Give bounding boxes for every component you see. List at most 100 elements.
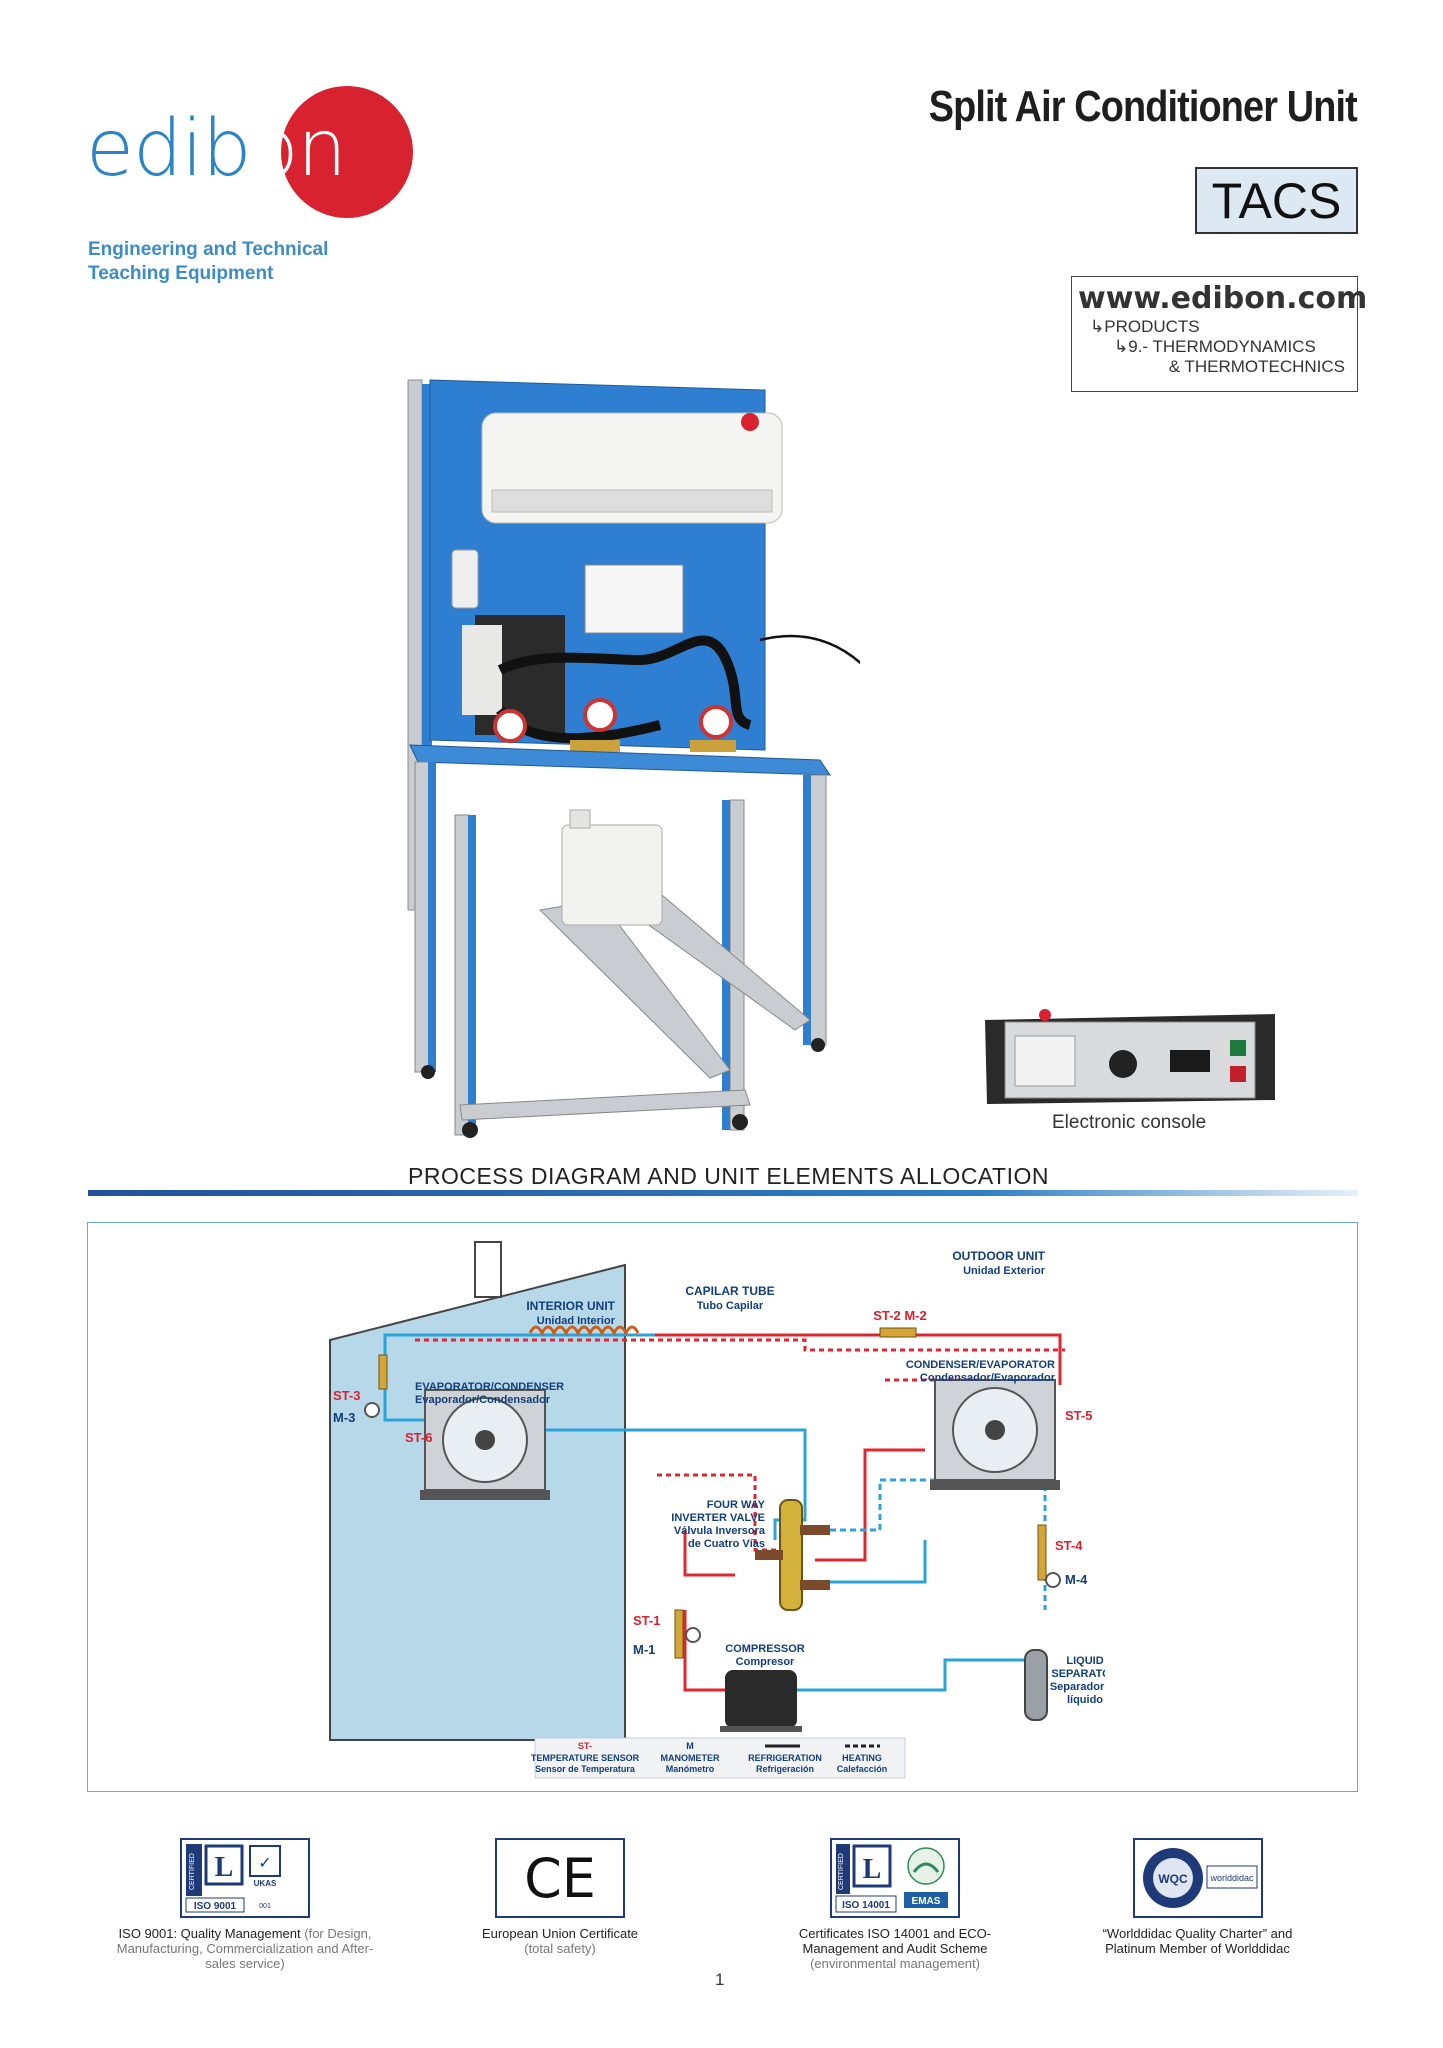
indoor-fan-coil — [420, 1389, 550, 1500]
unit-photo — [407, 379, 860, 1138]
legend-m-symbol: M — [686, 1741, 694, 1751]
page-number: 1 — [715, 1970, 725, 1989]
website-nav-products[interactable]: ↳PRODUCTS — [1078, 317, 1351, 337]
tagline-line-2: Teaching Equipment — [88, 263, 274, 284]
cert-worlddidac-wqc: WQC — [1158, 1872, 1188, 1886]
website-url[interactable]: www.edibon.com — [1078, 281, 1368, 316]
cert-iso14001-caption-light: (environmental management) — [810, 1956, 980, 1971]
cert-iso14001-caption-main: Certificates ISO 14001 and ECO-Managemen… — [798, 1926, 992, 1956]
legend-refrig-label: REFRIGERATION — [748, 1753, 822, 1763]
cert-iso9001-num: 001 — [259, 1903, 271, 1910]
electronic-console — [985, 1009, 1275, 1104]
cert-iso14001-emas: EMAS — [912, 1896, 941, 1907]
website-nav-category[interactable]: ↳9.- THERMODYNAMICS — [1078, 337, 1351, 357]
label-m4: M-4 — [1065, 1572, 1088, 1587]
label-liquid-es-1: Separador de — [1050, 1681, 1105, 1693]
label-four-way-es-2: de Cuatro Vías — [688, 1538, 765, 1550]
legend-st-label-es: Sensor de Temperatura — [535, 1764, 636, 1774]
label-liquid-1: LIQUID — [1066, 1655, 1103, 1667]
cert-iso14001: CERTIFIED L ISO 14001 EMAS Certificates … — [770, 1838, 1020, 1971]
page-title: Split Air Conditioner Unit — [928, 82, 1358, 131]
tagline: Engineering and Technical Teaching Equip… — [88, 238, 388, 286]
cert-iso9001-caption: ISO 9001: Quality Management (for Design… — [110, 1926, 380, 1971]
label-condenser-evaporator-es: Condensador/Evaporador — [920, 1372, 1056, 1384]
website-box[interactable]: www.edibon.com ↳PRODUCTS ↳9.- THERMODYNA… — [1071, 276, 1368, 392]
logo-text-suffix: on — [250, 104, 347, 194]
arrow-return-icon: ↳ — [1114, 337, 1129, 356]
diagram-legend: ST- TEMPERATURE SENSOR Sensor de Tempera… — [531, 1737, 906, 1779]
cert-iso9001-ukas: UKAS — [254, 1879, 277, 1888]
legend-st-symbol: ST- — [578, 1741, 592, 1751]
label-m1: M-1 — [633, 1642, 655, 1657]
cert-iso9001-iso: ISO 9001 — [194, 1901, 237, 1912]
label-m3: M-3 — [333, 1410, 355, 1425]
diagram-frame — [87, 1222, 1358, 1792]
outdoor-fan-coil — [930, 1379, 1060, 1490]
edibon-logo: edibon — [86, 80, 416, 230]
label-st6: ST-6 — [405, 1430, 432, 1445]
cert-worlddidac: WQC worlddidac “Worlddidac Quality Chart… — [1085, 1838, 1310, 1956]
legend-m-label: MANOMETER — [661, 1753, 720, 1763]
cert-iso14001-caption: Certificates ISO 14001 and ECO-Managemen… — [770, 1926, 1020, 1971]
chimney — [474, 1241, 502, 1298]
cert-iso14001-badge: CERTIFIED L ISO 14001 EMAS — [830, 1838, 960, 1918]
logo-red-circle — [281, 86, 413, 218]
legend-st-label: TEMPERATURE SENSOR — [531, 1753, 640, 1763]
legend-m-label-es: Manómetro — [666, 1764, 715, 1774]
label-liquid-2: SEPARATOR — [1051, 1668, 1105, 1680]
label-outdoor-unit-es: Unidad Exterior — [963, 1265, 1046, 1277]
cert-ce: CE European Union Certificate (total saf… — [440, 1838, 680, 1956]
cert-worlddidac-badge: WQC worlddidac — [1132, 1838, 1263, 1918]
compressor — [720, 1670, 802, 1732]
cert-iso9001-caption-main: ISO 9001: Quality Management — [118, 1926, 301, 1941]
label-st5: ST-5 — [1065, 1408, 1092, 1423]
cert-iso9001-caption-light: (for Design, Manufacturing, Commercializ… — [116, 1926, 374, 1971]
cert-ce-caption: European Union Certificate (total safety… — [440, 1926, 680, 1956]
cert-iso9001-badge: CERTIFIED L ✓ UKAS ISO 9001 001 — [180, 1838, 310, 1918]
label-st2-m2: ST-2 M-2 — [873, 1308, 926, 1323]
svg-text:L: L — [215, 1852, 234, 1883]
liquid-separator — [1024, 1649, 1048, 1721]
label-interior-unit-es: Unidad Interior — [537, 1315, 616, 1327]
legend-heat-label-es: Calefacción — [837, 1764, 888, 1774]
logo-text: edibon — [86, 110, 347, 188]
cert-worlddidac-caption: “Worlddidac Quality Charter” and Platinu… — [1102, 1926, 1293, 1956]
label-st4: ST-4 — [1055, 1538, 1083, 1553]
website-nav-products-label: PRODUCTS — [1104, 317, 1200, 336]
process-diagram: INTERIOR UNIT Unidad Interior OUTDOOR UN… — [329, 1241, 1105, 1779]
label-outdoor-unit: OUTDOOR UNIT — [952, 1249, 1045, 1263]
console-label: Electronic console — [1052, 1112, 1207, 1133]
cert-iso14001-iso: ISO 14001 — [842, 1900, 890, 1911]
label-capilar-tube-es: Tubo Capilar — [697, 1300, 764, 1312]
cert-iso9001-certified: CERTIFIED — [189, 1853, 196, 1890]
label-compressor-es: Compresor — [736, 1656, 795, 1668]
label-condenser-evaporator: CONDENSER/EVAPORATOR — [906, 1359, 1055, 1371]
website-nav-category-cont: & THERMOTECHNICS — [1168, 357, 1345, 376]
four-way-valve — [755, 1499, 830, 1611]
label-evaporator-condenser-es: Evaporador/Condensador — [415, 1394, 551, 1406]
label-four-way-2: INVERTER VALVE — [671, 1512, 765, 1524]
cert-worlddidac-word: worlddidac — [1209, 1873, 1254, 1883]
cert-ce-badge: CE — [495, 1838, 625, 1918]
label-interior-unit: INTERIOR UNIT — [526, 1299, 615, 1313]
legend-refrig-label-es: Refrigeración — [756, 1764, 814, 1774]
capillary-coil — [528, 1325, 640, 1337]
label-st1: ST-1 — [633, 1613, 660, 1628]
label-four-way-es-1: Válvula Inversora — [674, 1525, 766, 1537]
cert-iso9001: CERTIFIED L ✓ UKAS ISO 9001 001 ISO 9001… — [110, 1838, 380, 1971]
tagline-line-1: Engineering and Technical — [88, 239, 329, 260]
cert-iso14001-certified: CERTIFIED — [838, 1853, 845, 1890]
label-capilar-tube: CAPILAR TUBE — [685, 1284, 774, 1298]
logo-text-prefix: edib — [86, 104, 252, 194]
label-four-way-1: FOUR WAY — [707, 1499, 766, 1511]
section-divider — [88, 1190, 1358, 1196]
label-evaporator-condenser: EVAPORATOR/CONDENSER — [415, 1381, 564, 1393]
cert-ce-caption-main: European Union Certificate — [481, 1926, 639, 1941]
svg-text:L: L — [863, 1854, 882, 1885]
label-compressor: COMPRESSOR — [725, 1643, 805, 1655]
label-liquid-es-2: líquido — [1067, 1694, 1103, 1706]
cert-ce-caption-light: (total safety) — [524, 1941, 596, 1956]
legend-heat-label: HEATING — [842, 1753, 882, 1763]
arrow-return-icon: ↳ — [1090, 317, 1105, 336]
product-code-badge: TACS — [1195, 167, 1358, 234]
